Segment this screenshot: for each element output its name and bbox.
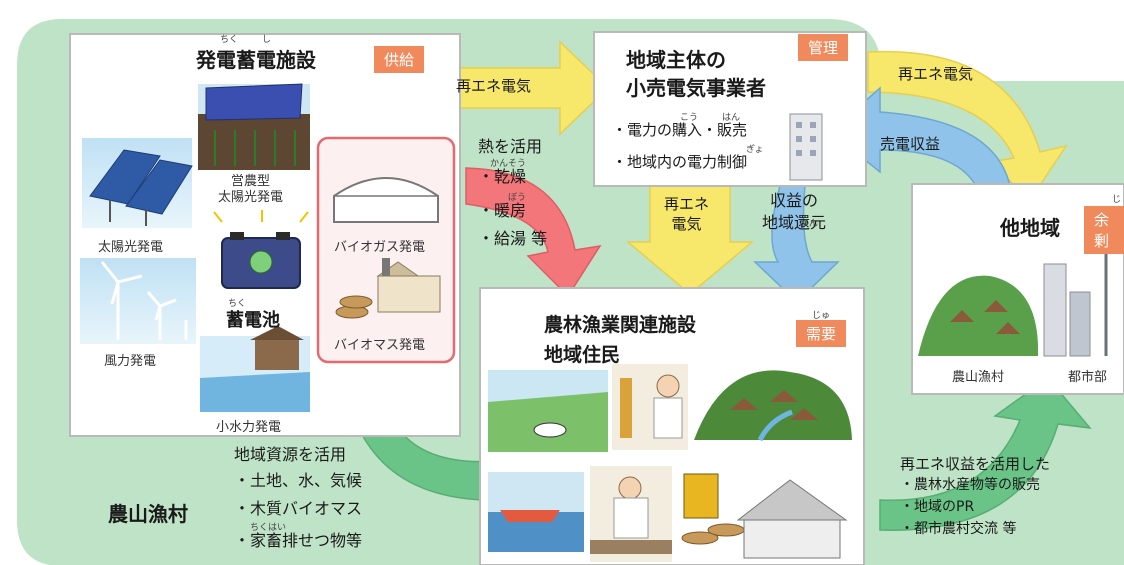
agrivoltaic-label: 営農型 太陽光発電 bbox=[218, 174, 284, 205]
heat-item-heating: ・暖房 bbox=[478, 201, 527, 220]
resources-item-wood: ・木質バイオマス bbox=[234, 499, 363, 518]
surplus-tag: 余剰 bbox=[1084, 206, 1124, 254]
down-energy-label: 再エネ 電気 bbox=[664, 195, 710, 234]
generation-title: 発電蓄電施設 bbox=[196, 48, 316, 72]
retailer-title-1: 地域主体の bbox=[626, 48, 726, 72]
revenue-use-item-sales: ・農林水産物等の販売 bbox=[900, 477, 1040, 493]
return-label: 収益の 地域還元 bbox=[762, 191, 827, 232]
hydro-label: 小水力発電 bbox=[216, 420, 282, 435]
title-ruby-chiku: ちく bbox=[220, 35, 239, 45]
heat-item-dry: ・乾燥 bbox=[478, 167, 527, 186]
retailer-ruby-control: ぎょ bbox=[746, 145, 764, 155]
resources-item-land: ・土地、水、気候 bbox=[234, 471, 363, 490]
export-energy-label: 再エネ電気 bbox=[898, 65, 974, 83]
village-picture bbox=[694, 370, 852, 442]
retailer-ruby-sell: はん bbox=[722, 113, 741, 123]
demand-tag: 需要 bbox=[796, 320, 847, 347]
agrivoltaic-picture bbox=[198, 83, 310, 170]
supply-energy-label: 再エネ電気 bbox=[456, 77, 532, 95]
solar-picture bbox=[82, 138, 193, 228]
revenue-use-item-pr: ・地域のPR bbox=[900, 499, 975, 515]
heat-title: 熱を活用 bbox=[478, 137, 543, 156]
heat-ruby-dry: かんそう bbox=[490, 159, 527, 169]
heat-ruby-heat: ぼう bbox=[508, 193, 527, 203]
revenue-use-title: 再エネ収益を活用した bbox=[900, 455, 1051, 473]
wind-picture bbox=[80, 258, 196, 344]
biomass-label: バイオマス発電 bbox=[334, 338, 426, 353]
building-picture bbox=[789, 113, 823, 181]
demand-title-2: 地域住民 bbox=[544, 344, 621, 366]
biogas-label: バイオガス発電 bbox=[334, 240, 426, 255]
rural-village-picture bbox=[918, 275, 1039, 356]
title-ruby-shi: し bbox=[262, 35, 272, 45]
hydro-picture bbox=[200, 326, 310, 412]
battery-picture bbox=[213, 210, 309, 289]
processing-picture bbox=[590, 466, 672, 562]
return-arrow bbox=[753, 185, 840, 304]
other-region-title: 他地域 bbox=[1000, 216, 1060, 240]
heat-arrow bbox=[465, 167, 602, 298]
city-picture bbox=[1043, 236, 1108, 357]
revenue-arrow bbox=[879, 376, 1092, 531]
export-arrow bbox=[867, 50, 1068, 202]
farm-picture bbox=[488, 370, 608, 452]
city-label: 都市部 bbox=[1068, 370, 1108, 385]
biogas-picture bbox=[333, 177, 439, 223]
solar-label: 太陽光発電 bbox=[98, 240, 164, 255]
return-ruby: かん bbox=[800, 219, 819, 229]
battery-label: 蓄電池 bbox=[226, 310, 280, 331]
retailer-ruby-buy: こう bbox=[680, 113, 699, 123]
lumber-picture bbox=[681, 473, 848, 559]
rural-label: 農山漁村 bbox=[952, 370, 1005, 385]
demand-tag-ruby: じゅ bbox=[812, 311, 831, 321]
heat-item-hotwater: ・給湯 等 bbox=[478, 229, 548, 248]
sales-revenue-arrow bbox=[828, 86, 1011, 191]
battery-ruby: ちく bbox=[228, 299, 247, 309]
worker-picture bbox=[612, 364, 688, 450]
fishing-picture bbox=[488, 472, 584, 552]
retailer-item-control: ・地域内の電力制御 bbox=[612, 153, 748, 171]
wind-label: 風力発電 bbox=[104, 354, 157, 369]
surplus-ruby: じ bbox=[1112, 195, 1122, 205]
resources-title: 地域資源を活用 bbox=[234, 445, 347, 464]
down-energy-arrow bbox=[625, 185, 755, 295]
supply-tag: 供給 bbox=[374, 46, 425, 73]
village-label: 農山漁村 bbox=[108, 502, 188, 526]
retailer-title-2: 小売電気事業者 bbox=[626, 76, 766, 100]
resources-ruby-livestock: ちくはい bbox=[250, 523, 287, 533]
manage-tag: 管理 bbox=[798, 34, 849, 61]
retailer-item-trade: ・電力の購入・販売 bbox=[612, 121, 748, 139]
sales-revenue-label: 売電収益 bbox=[880, 135, 941, 153]
resources-item-livestock: ・家畜排せつ物等 bbox=[234, 531, 363, 550]
demand-title-1: 農林漁業関連施設 bbox=[544, 314, 697, 336]
biomass-picture bbox=[335, 258, 441, 319]
revenue-use-item-exchange: ・都市農村交流 等 bbox=[900, 521, 1017, 537]
